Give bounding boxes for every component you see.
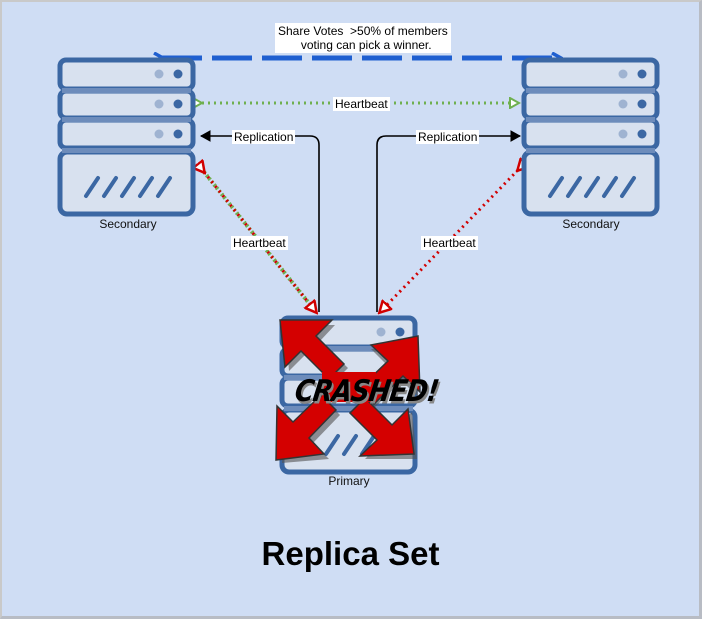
cross-arrows-icon bbox=[275, 319, 421, 463]
heartbeat-top-label: Heartbeat bbox=[333, 97, 390, 111]
diagram-title: Replica Set bbox=[261, 535, 440, 572]
votes-label: Share Votes >50% of members voting can p… bbox=[275, 23, 451, 53]
replication-right-line bbox=[376, 130, 522, 312]
heartbeat-right-label: Heartbeat bbox=[421, 236, 478, 250]
replication-left-label: Replication bbox=[232, 130, 296, 144]
secondary-left-caption: Secondary bbox=[99, 217, 157, 231]
server-icon-secondary-left[interactable] bbox=[57, 57, 196, 217]
heartbeat-left-label: Heartbeat bbox=[231, 236, 288, 250]
primary-caption: Primary bbox=[328, 474, 370, 488]
crashed-stamp-text: CRASHED! bbox=[292, 374, 441, 410]
replication-left-line bbox=[199, 130, 320, 312]
server-icon-secondary-right[interactable] bbox=[521, 57, 660, 217]
secondary-right-caption: Secondary bbox=[562, 217, 620, 231]
replication-right-label: Replication bbox=[416, 130, 480, 144]
